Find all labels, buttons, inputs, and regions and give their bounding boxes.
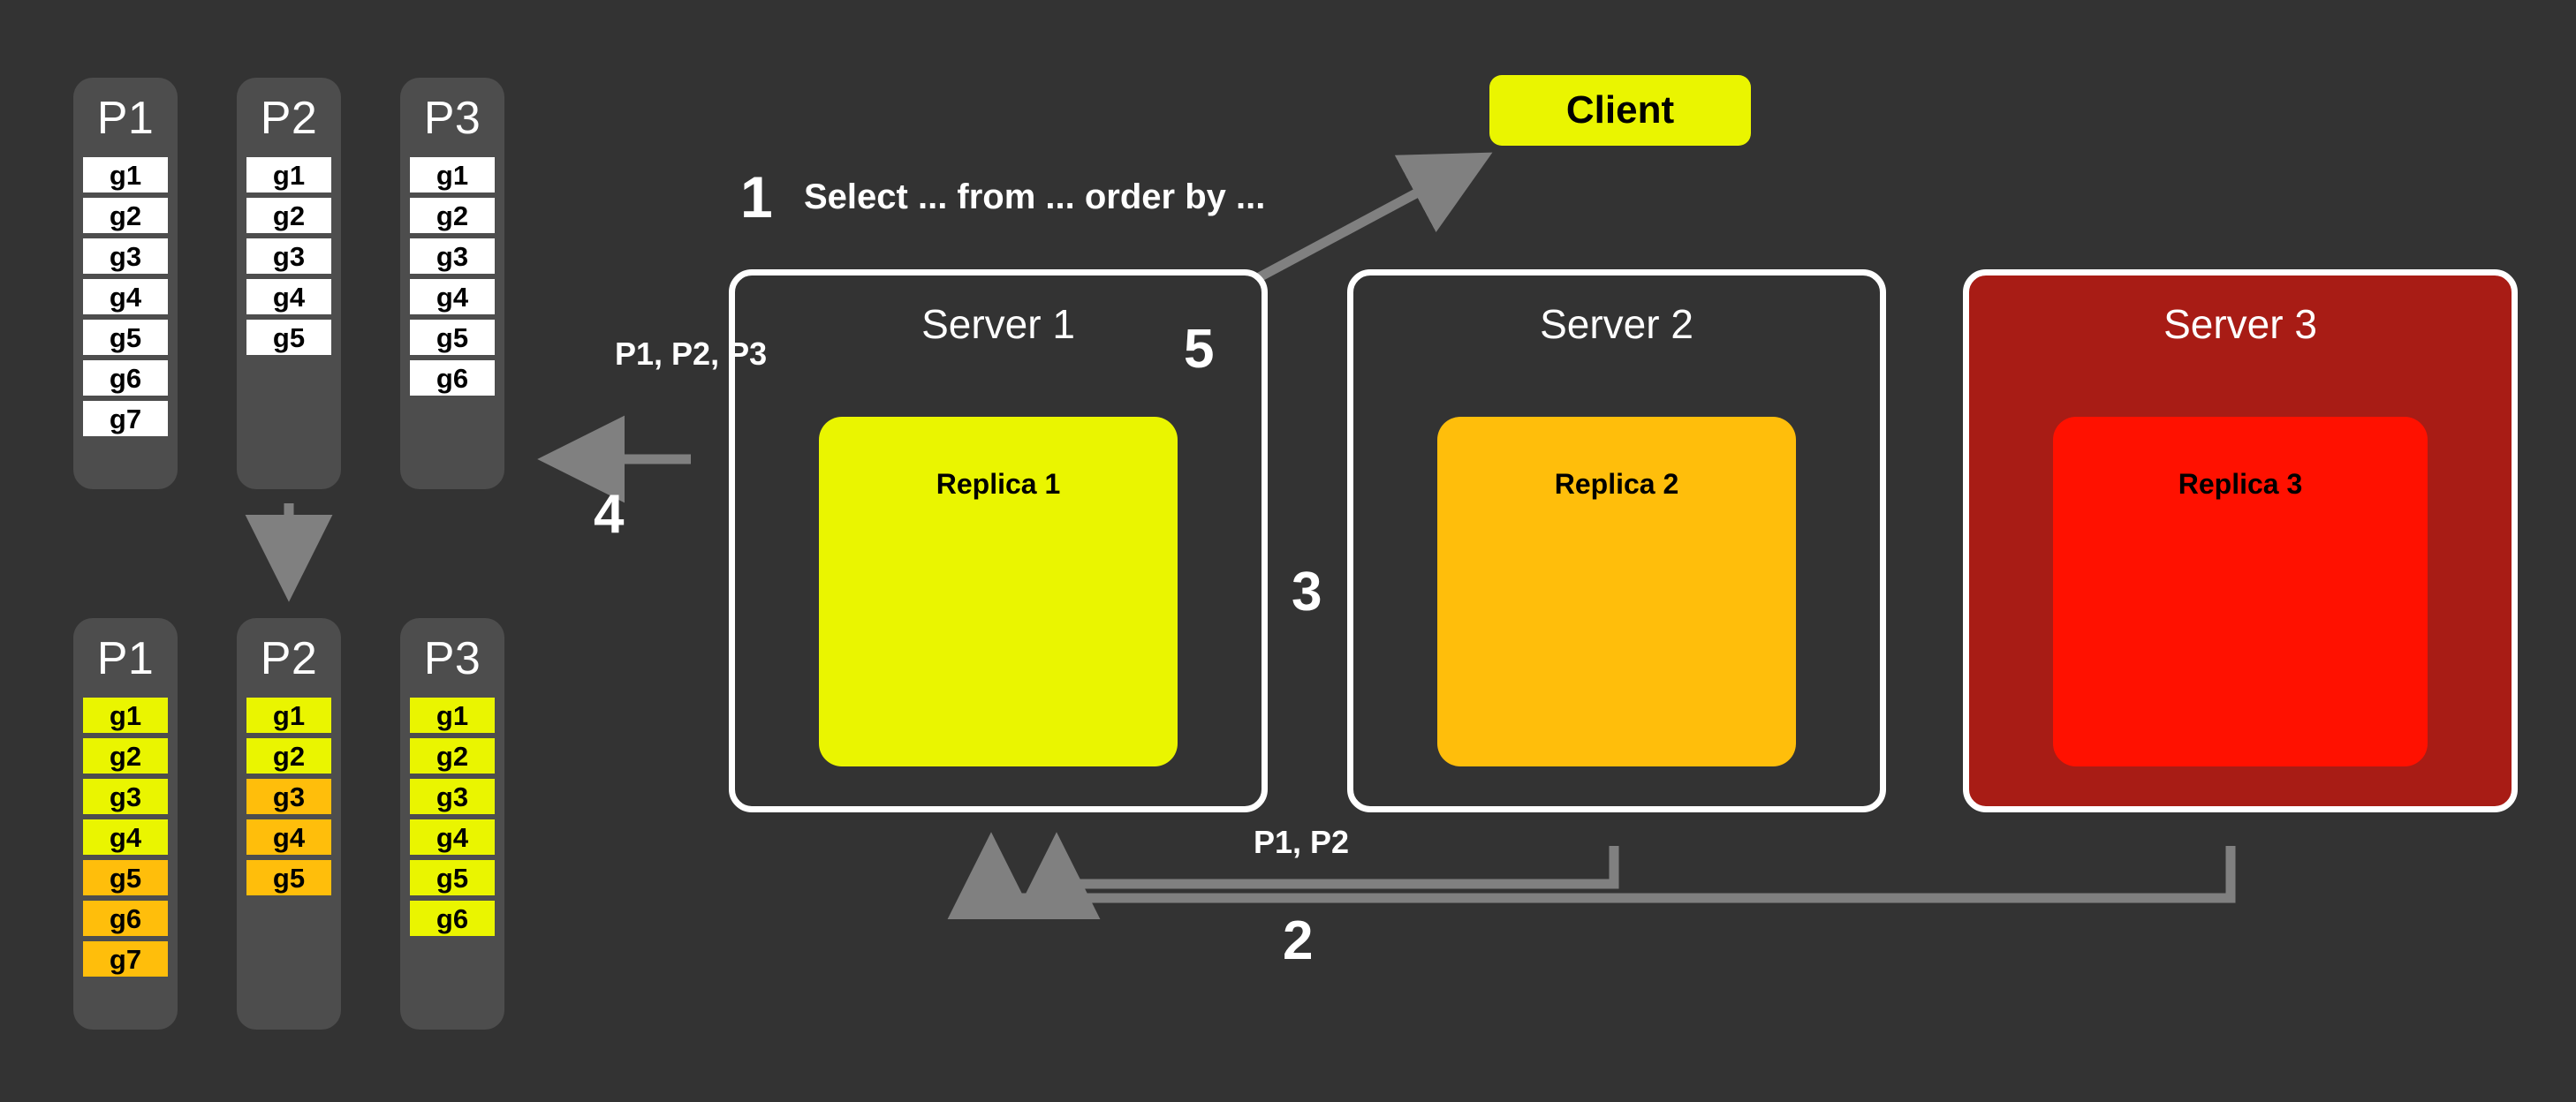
partition-cell: g5	[83, 860, 168, 895]
partition-cell: g3	[410, 238, 495, 274]
partition-cell: g1	[410, 698, 495, 733]
partition-cell: g7	[83, 401, 168, 436]
partition-cells: g1 g2 g3 g4 g5 g6 g7	[73, 698, 178, 977]
partition-title: P3	[423, 93, 481, 144]
label-partitions-fetched: P1, P2	[1254, 824, 1350, 860]
partition-column-p3-before: P3 g1 g2 g3 g4 g5 g6	[400, 78, 504, 489]
partition-cell: g6	[410, 901, 495, 936]
step-number-4: 4	[594, 484, 625, 545]
partition-cell: g6	[83, 360, 168, 396]
query-text: Select ... from ... order by ...	[804, 177, 1266, 216]
partition-column-p2-before: P2 g1 g2 g3 g4 g5	[237, 78, 341, 489]
partition-cell: g2	[83, 198, 168, 233]
partition-cell: g5	[246, 860, 331, 895]
partition-cell: g1	[246, 698, 331, 733]
partition-cell: g5	[83, 320, 168, 355]
replica-3-box[interactable]: Replica 3	[2053, 417, 2428, 766]
partition-cell: g4	[83, 819, 168, 855]
replica-label: Replica 1	[936, 468, 1061, 500]
partition-cell: g4	[246, 279, 331, 314]
replica-1-box[interactable]: Replica 1	[819, 417, 1178, 766]
partition-cell: g4	[246, 819, 331, 855]
client-box[interactable]: Client	[1489, 75, 1751, 146]
partition-cell: g3	[83, 238, 168, 274]
replica-label: Replica 2	[1554, 468, 1679, 500]
partition-cells: g1 g2 g3 g4 g5 g6	[400, 698, 504, 936]
partition-cell: g5	[410, 860, 495, 895]
partition-cell: g2	[83, 738, 168, 774]
partition-cell: g1	[246, 157, 331, 192]
partition-title: P1	[96, 633, 155, 684]
partition-cell: g2	[246, 198, 331, 233]
step-number-3: 3	[1292, 562, 1322, 623]
partition-column-p3-after: P3 g1 g2 g3 g4 g5 g6	[400, 618, 504, 1030]
server-title: Server 3	[2163, 301, 2317, 347]
arrow-step2-fetch	[947, 832, 2236, 920]
partition-cell: g3	[83, 779, 168, 814]
client-label: Client	[1565, 88, 1675, 132]
server-1-box[interactable]: Server 1 Replica 1	[729, 269, 1268, 812]
partition-cells: g1 g2 g3 g4 g5 g6	[400, 157, 504, 396]
partition-cell: g2	[246, 738, 331, 774]
partition-cell: g7	[83, 941, 168, 977]
partition-cell: g3	[246, 238, 331, 274]
replica-2-box[interactable]: Replica 2	[1437, 417, 1796, 766]
partition-cell: g4	[83, 279, 168, 314]
partition-cells: g1 g2 g3 g4 g5 g6 g7	[73, 157, 178, 436]
step-number-2: 2	[1283, 910, 1314, 971]
partition-cell: g3	[410, 779, 495, 814]
partition-cell: g3	[246, 779, 331, 814]
partition-title: P2	[260, 633, 318, 684]
partition-cell: g5	[246, 320, 331, 355]
server-2-box[interactable]: Server 2 Replica 2	[1347, 269, 1886, 812]
partition-cell: g6	[83, 901, 168, 936]
label-partitions-returned: P1, P2, P3	[615, 336, 768, 372]
server-title: Server 2	[1540, 301, 1693, 347]
partition-cell: g1	[83, 157, 168, 192]
partition-cell: g1	[410, 157, 495, 192]
step-number-1: 1	[740, 164, 773, 230]
partition-cells: g1 g2 g3 g4 g5	[237, 157, 341, 355]
partition-title: P3	[423, 633, 481, 684]
partition-cells: g1 g2 g3 g4 g5	[237, 698, 341, 895]
partition-cell: g4	[410, 279, 495, 314]
partition-column-p2-after: P2 g1 g2 g3 g4 g5	[237, 618, 341, 1030]
partition-cell: g6	[410, 360, 495, 396]
partition-cell: g5	[410, 320, 495, 355]
server-title: Server 1	[921, 301, 1075, 347]
step-number-5: 5	[1184, 319, 1215, 380]
partition-title: P2	[260, 93, 318, 144]
partition-cell: g2	[410, 198, 495, 233]
partition-cell: g2	[410, 738, 495, 774]
partition-column-p1-after: P1 g1 g2 g3 g4 g5 g6 g7	[73, 618, 178, 1030]
server-3-box[interactable]: Server 3 Replica 3	[1963, 269, 2518, 812]
replica-label: Replica 3	[2178, 468, 2303, 500]
partition-column-p1-before: P1 g1 g2 g3 g4 g5 g6 g7	[73, 78, 178, 489]
partition-title: P1	[96, 93, 155, 144]
partition-cell: g4	[410, 819, 495, 855]
partition-cell: g1	[83, 698, 168, 733]
